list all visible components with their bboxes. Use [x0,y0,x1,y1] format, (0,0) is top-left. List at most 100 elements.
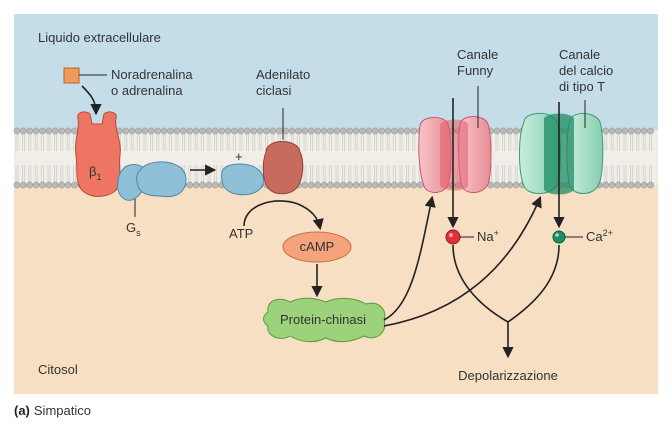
calcium-label-line3: di tipo T [559,79,605,94]
lipid-head [628,181,635,189]
lipid-head [160,127,168,135]
ca-to-depol-line [507,244,560,323]
gs-alpha-active [221,163,265,196]
lipid-head [608,127,616,135]
ligand-binding-arrow [81,85,102,116]
lipid-head [404,127,411,135]
lipid-head [365,127,373,135]
beta1-label: β1 [89,164,102,182]
lipid-head [58,127,66,135]
lipid-head [384,181,392,189]
lipid-head [647,127,654,135]
atp-to-camp-arrow [243,200,324,231]
na-label: Na+ [477,228,499,244]
lipid-head [340,127,347,135]
lipid-head [250,127,258,135]
ligand-label-line2: o adrenalina [111,83,183,98]
lipid-head [32,127,40,135]
lipid-head [346,181,354,189]
atp-label: ATP [229,226,253,241]
lipid-head [173,127,181,135]
lipid-head [506,127,514,135]
beta1-receptor [75,111,121,197]
caption-text: Simpatico [34,403,91,418]
lipid-head [506,181,514,189]
lipid-head [372,127,379,135]
lipid-head [282,127,290,135]
lipid-head [26,127,34,135]
lipid-head [602,181,610,189]
lipid-head [192,127,200,135]
lipid-head [52,127,59,135]
cytosol-label: Citosol [38,362,78,377]
lipid-head [71,127,78,135]
lipid-head [493,127,501,135]
lipid-head [365,181,373,189]
ligand-square [63,67,80,84]
lipid-head [71,181,78,189]
lipid-head [128,127,136,135]
lipid-head [186,181,194,189]
lipid-head [640,181,648,189]
lipid-head [212,181,219,189]
lipid-head [186,127,194,135]
lipid-head [378,127,386,135]
gs-label: Gs [126,220,141,238]
depolarization-label: Depolarizzazione [458,368,558,383]
lipid-head [314,127,322,135]
extracellular-region [14,14,658,130]
lipid-head [301,127,309,135]
caption-letter: (a) [14,403,30,418]
lipid-head [39,181,46,189]
lipid-head [224,127,232,135]
lipid-head [621,181,629,189]
calcium-label-line2: del calcio [559,63,613,78]
lipid-head [359,181,366,189]
lipid-head [333,181,341,189]
pka-to-funny-arrow [383,195,436,321]
lipid-head [269,127,277,135]
lipid-head [32,181,40,189]
pka-to-calcium-arrow [383,195,542,327]
lipid-head [320,127,328,135]
ligand-label-line1: Noradrenalina [111,67,193,82]
lipid-head [276,127,283,135]
lipid-head [500,181,507,189]
pka-label: Protein-chinasi [280,312,366,327]
lipid-head [58,181,66,189]
lipid-head [410,181,418,189]
lipid-head [615,181,622,189]
plus-sign: + [235,149,243,164]
na-to-depol-line [452,244,509,323]
lipid-head [634,181,642,189]
lipid-head [397,127,405,135]
lipid-head [512,127,520,135]
ca-label: Ca2+ [586,228,613,244]
gs-protein-large [136,161,187,198]
lipid-head [308,181,315,189]
lipid-head [647,181,654,189]
lipid-head [244,127,251,135]
lipid-head [64,127,72,135]
lipid-head [346,127,354,135]
lipid-head [301,181,309,189]
lipid-head [122,127,130,135]
lipid-head [602,127,610,135]
lipid-head [295,127,302,135]
lipid-head [320,181,328,189]
lipid-head [64,181,72,189]
camp-label: cAMP [300,239,335,254]
lipid-head [391,181,398,189]
lipid-head [288,127,296,135]
lipid-head [410,127,418,135]
lipid-head [372,181,379,189]
lipid-head [327,127,334,135]
figure-caption: (a) Simpatico [14,403,91,418]
lipid-head [13,127,21,135]
lipid-head [384,127,392,135]
lipid-head [141,127,149,135]
lipid-head [378,181,386,189]
lipid-head [231,127,238,135]
lipid-head [180,127,187,135]
lipid-head [20,181,27,189]
